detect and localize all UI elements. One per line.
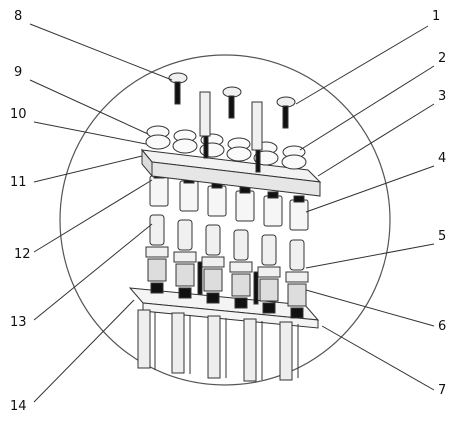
callout-label-4: 4 [438,151,446,166]
fitting-column-5 [257,234,281,314]
fitting-column-2 [173,219,197,299]
detail-circle [59,54,391,386]
callout-label-10: 10 [10,107,27,122]
lower-fittings [145,214,309,319]
leader-line-13 [33,223,153,321]
callout-label-1: 1 [432,9,440,24]
leader-line-6 [305,289,435,327]
leader-line-11 [33,155,143,183]
callout-label-6: 6 [438,319,446,334]
fitting-column-4 [229,229,253,309]
leader-line-3 [317,103,435,177]
leader-line-7 [321,325,435,391]
upper-nuts [145,125,307,170]
middle-caps [149,171,309,231]
callout-label-7: 7 [438,383,446,398]
callout-label-11: 11 [10,175,27,190]
callout-label-5: 5 [438,229,446,244]
holder-bar [140,148,322,197]
leader-line-1 [295,25,429,105]
fitting-column-3 [201,224,225,304]
fitting-column-6 [285,239,309,319]
leader-line-5 [305,243,435,269]
fitting-column-1 [145,214,169,294]
base-plate [128,287,320,382]
leader-line-12 [33,179,153,253]
callout-label-8: 8 [14,9,22,24]
callout-label-14: 14 [10,399,27,414]
leader-line-10 [33,121,147,145]
leader-line-4 [305,165,435,213]
top-knobs [168,72,296,173]
callout-label-9: 9 [14,65,22,80]
leader-line-8 [29,23,173,81]
callout-label-3: 3 [438,89,446,104]
leader-line-9 [29,79,149,135]
callout-label-13: 13 [10,315,27,330]
callout-label-2: 2 [438,51,446,66]
leader-line-2 [299,65,435,151]
leader-line-14 [33,299,135,403]
callout-label-12: 12 [14,247,31,262]
